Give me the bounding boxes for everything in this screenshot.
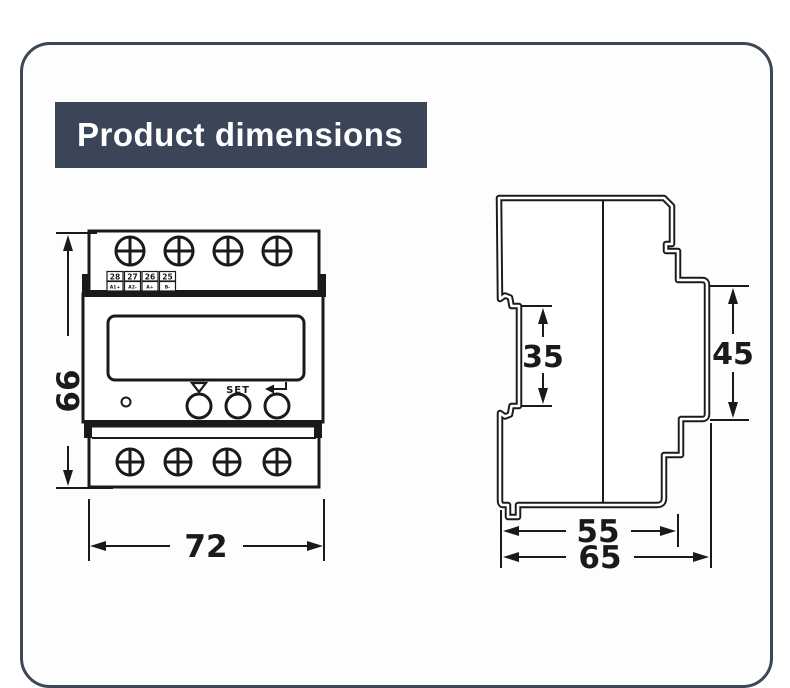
- terminal-number: 25: [162, 272, 172, 281]
- terminal-number: 28: [110, 272, 120, 281]
- screw-icon: [262, 447, 292, 477]
- terminal-label-grid: 28 27 26 25 A1+ A2- A+ B-: [106, 270, 177, 292]
- dimension-width-72: 72: [88, 499, 325, 565]
- lower-band-left-cap: [84, 420, 92, 438]
- dimension-rail-slot-35: 35: [521, 305, 564, 407]
- lower-band-right-cap: [314, 420, 322, 438]
- top-terminal-screws: [114, 235, 293, 267]
- terminal-sublabel: A+: [146, 285, 154, 291]
- side-view-drawing: 35 45 55 65: [495, 194, 754, 576]
- front-dim-label: 45: [712, 337, 754, 372]
- bottom-terminal-screws: [115, 447, 292, 477]
- terminal-sublabel: A2-: [128, 285, 137, 291]
- screw-icon: [115, 447, 145, 477]
- upper-separator-band: [84, 290, 322, 297]
- rail-slot-dim-label: 35: [522, 340, 564, 375]
- terminal-number: 27: [127, 272, 137, 281]
- down-button: [185, 392, 213, 420]
- depth-total-dim-label: 65: [578, 540, 621, 576]
- width-dim-label: 72: [184, 529, 227, 565]
- side-profile-inner-line: [497, 196, 709, 519]
- page-title: Product dimensions: [77, 116, 404, 153]
- right-side-tab: [318, 274, 326, 297]
- lower-separator-band: [84, 420, 322, 427]
- terminal-sublabel: B-: [165, 285, 171, 291]
- section-title-bar: Product dimensions: [55, 102, 427, 168]
- lcd-display: [106, 314, 306, 382]
- dimension-drawing: SET: [51, 194, 754, 576]
- down-arrow-icon: [189, 381, 209, 394]
- enter-arrow-icon: [265, 382, 287, 394]
- set-button: [224, 392, 252, 420]
- enter-button: [263, 392, 291, 420]
- screw-icon: [163, 447, 193, 477]
- depth-inner-dim-label: 55: [576, 514, 619, 550]
- dimension-depth-55: 55: [500, 510, 679, 568]
- dimension-depth-65: 65: [503, 423, 712, 576]
- height-dim-label: 66: [51, 369, 87, 412]
- led-indicator: [120, 396, 132, 408]
- meter-middle-body: [81, 292, 325, 424]
- screw-icon: [114, 235, 146, 267]
- dimension-height-66: 66: [51, 232, 113, 489]
- screw-icon: [212, 235, 244, 267]
- meter-bottom-terminal-cover: [87, 424, 321, 489]
- screw-icon: [212, 447, 242, 477]
- dimension-front-45: 45: [710, 285, 754, 421]
- set-button-label: SET: [226, 385, 250, 396]
- left-side-tab: [82, 274, 90, 297]
- terminal-number: 26: [145, 272, 155, 281]
- front-view-drawing: SET: [51, 229, 326, 565]
- terminal-sublabel: A1+: [110, 285, 121, 291]
- screw-icon: [261, 235, 293, 267]
- screw-icon: [163, 235, 195, 267]
